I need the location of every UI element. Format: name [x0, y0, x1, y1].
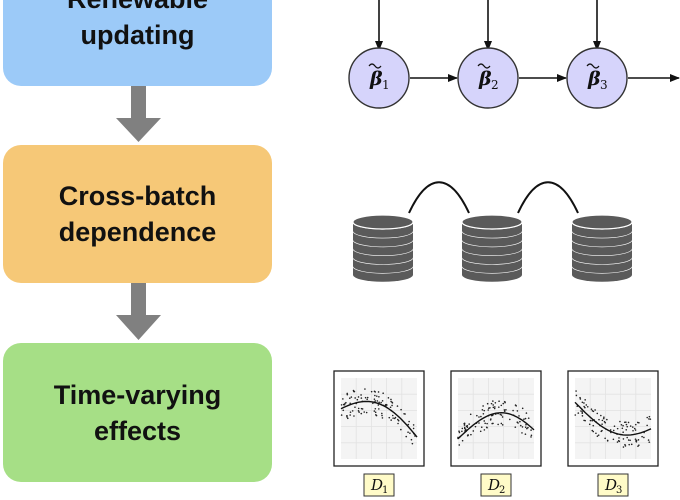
stage-crossbatch-line-2: dependence	[58, 217, 217, 247]
dataset-subscript: 1	[382, 485, 388, 496]
stage-timevarying-line-2: effects	[93, 415, 182, 446]
dataset-label-2: D2	[480, 473, 512, 497]
flow-arrow-1	[116, 86, 161, 142]
batch-stacks	[352, 181, 633, 282]
tilde-mark	[477, 63, 491, 69]
stage-renewable-line-1: Renewable	[67, 0, 208, 17]
beta-node-symbol: β	[478, 68, 492, 90]
stage-renewable-updating: Renewable updating	[3, 0, 272, 86]
beta-node-subscript: 1	[382, 78, 390, 92]
dataset-panel-2: D2	[450, 370, 542, 497]
batch-stack-1	[352, 214, 414, 282]
dependence-arc-1	[408, 181, 470, 214]
dataset-subscript: 2	[499, 485, 505, 496]
batch-stack-3	[571, 214, 633, 282]
batch-stack-2	[461, 214, 523, 282]
dataset-label-1: D1	[363, 473, 395, 497]
beta-node-subscript: 2	[491, 78, 499, 92]
tilde-mark	[368, 63, 382, 69]
dataset-subscript: 3	[616, 485, 622, 496]
stage-renewable-line-2: updating	[80, 20, 195, 50]
tilde-mark	[586, 63, 600, 69]
stage-time-varying-effects: Time-varying effects	[3, 343, 272, 482]
dataset-panel-1: D1	[333, 370, 425, 497]
dataset-symbol: D	[370, 476, 383, 494]
dataset-panel-3: D3	[567, 370, 659, 497]
dataset-symbol: D	[604, 476, 617, 494]
stage-crossbatch-line-1: Cross-batch	[58, 181, 217, 211]
flow-arrow-2	[116, 283, 161, 340]
dataset-label-3: D3	[597, 473, 629, 497]
stage-timevarying-line-1: Time-varying	[53, 379, 222, 410]
dependence-arc-2	[517, 181, 579, 214]
stage-cross-batch-dependence: Cross-batch dependence	[3, 145, 272, 283]
beta-node-symbol: β	[587, 68, 601, 90]
dataset-symbol: D	[487, 476, 500, 494]
beta-node-symbol: β	[369, 68, 383, 90]
beta-node-subscript: 3	[600, 78, 608, 92]
